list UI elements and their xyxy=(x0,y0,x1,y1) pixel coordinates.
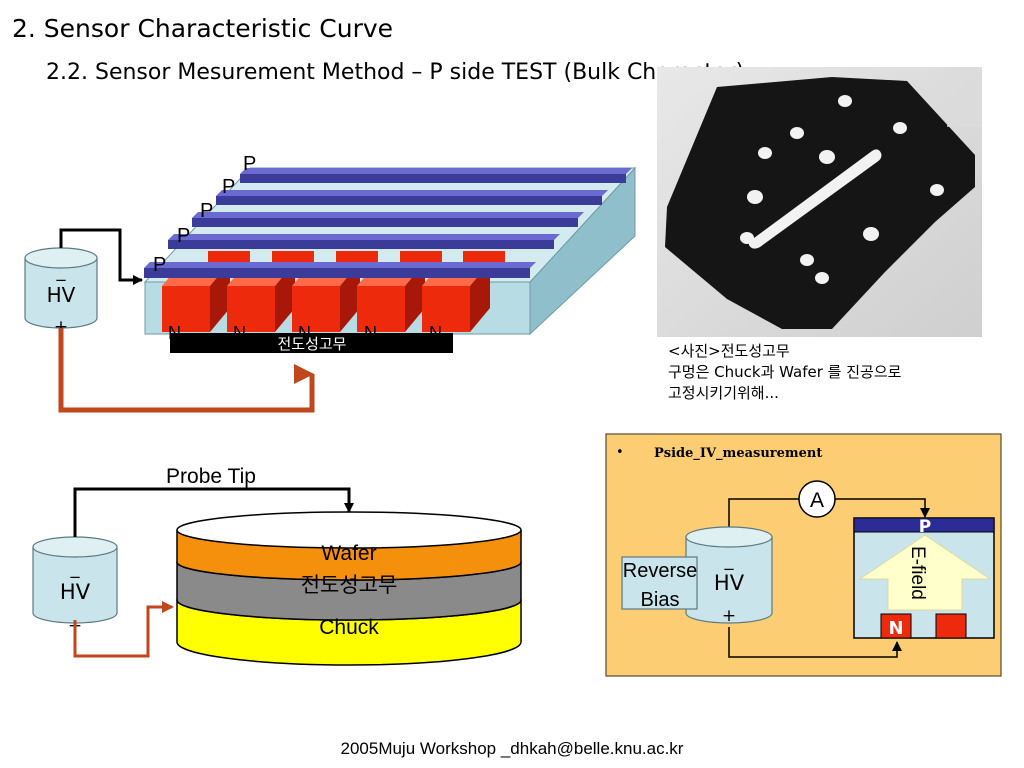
hv-label: HV xyxy=(714,571,745,595)
iv-panel-title: Pside_IV_measurement xyxy=(654,446,822,461)
wafer-label: Wafer xyxy=(321,542,376,565)
p-strip xyxy=(144,262,536,278)
p-strip xyxy=(168,234,560,249)
n-implant-label: N xyxy=(888,618,903,639)
n-label: N xyxy=(233,323,246,343)
photo-caption-line: <사진>전도성고무 xyxy=(668,342,790,360)
photo-caption-line: 고정시키기위해... xyxy=(668,384,779,402)
hv-source-1: _ HV + xyxy=(24,247,98,337)
rubber-layer-label: 전도성고무 xyxy=(301,573,398,597)
n-labels: N N N N N xyxy=(168,323,442,343)
n-implant xyxy=(880,613,912,639)
rubber-label: 전도성고무 xyxy=(277,335,346,353)
photo-caption-line: 구멍은 Chuck과 Wafer 를 진공으로 xyxy=(668,363,902,381)
hv-source-3: _ HV + xyxy=(685,526,773,626)
reverse-bias-label-line2: Bias xyxy=(641,589,680,611)
footer: 2005Muju Workshop _dhkah@belle.knu.ac.kr xyxy=(340,739,684,758)
p-strip xyxy=(216,190,608,205)
p-label: P xyxy=(200,200,213,222)
hv-minus: _ xyxy=(56,261,67,282)
hv-minus: _ xyxy=(70,558,81,579)
p-strip xyxy=(240,168,632,183)
p-layer xyxy=(853,517,995,533)
sensor-3d-diagram: P P P P P N N N N N 전도성고무 _ HV + xyxy=(24,153,637,413)
p-label: P xyxy=(177,225,190,247)
iv-measurement-panel: • Pside_IV_measurement A _ HV + Reverse … xyxy=(605,433,1002,677)
iv-bullet: • xyxy=(616,445,624,460)
hv-plus: + xyxy=(54,317,68,337)
hv-label: HV xyxy=(60,580,91,604)
e-field-label: E-field xyxy=(907,546,928,600)
circuit-wire-top xyxy=(728,498,799,527)
ammeter-label: A xyxy=(810,489,824,512)
page-title: 2. Sensor Characteristic Curve xyxy=(12,14,394,43)
reverse-bias-label-line1: Reverse xyxy=(623,560,697,582)
n-label: N xyxy=(168,323,181,343)
p-strip xyxy=(192,212,584,227)
negative-wire xyxy=(59,228,143,285)
n-implant xyxy=(935,613,967,639)
ammeter xyxy=(798,480,836,518)
p-strips xyxy=(144,168,632,278)
p-label: P xyxy=(222,176,235,198)
probe-tip-label: Probe Tip xyxy=(166,465,256,488)
chuck-diagram: Wafer 전도성고무 Chuck Probe Tip _ HV + xyxy=(32,465,522,666)
hv-label: HV xyxy=(47,283,76,307)
conductive-rubber-bar xyxy=(170,333,453,353)
n-label: N xyxy=(364,323,377,343)
page-subtitle: 2.2. Sensor Mesurement Method – P side T… xyxy=(46,60,745,85)
circuit-wire-to-n xyxy=(728,627,902,658)
n-label: N xyxy=(298,323,311,343)
p-label: P xyxy=(153,254,166,276)
p-label: P xyxy=(243,153,256,175)
p-layer-label: P xyxy=(919,517,931,537)
chuck-return-wire xyxy=(73,601,174,658)
positive-return-wire xyxy=(58,328,315,413)
reverse-bias-box xyxy=(621,556,698,610)
chuck-label: Chuck xyxy=(319,616,379,639)
conductive-rubber-photo xyxy=(657,67,982,337)
p-labels: P P P P P xyxy=(153,153,256,276)
e-field-arrow xyxy=(858,534,992,611)
circuit-wire-to-p xyxy=(835,498,930,518)
hv-source-2: _ HV + xyxy=(32,536,118,636)
photo-caption: <사진>전도성고무 구멍은 Chuck과 Wafer 를 진공으로 고정시키기위… xyxy=(668,341,998,404)
hv-minus: _ xyxy=(724,550,735,571)
probe-wire xyxy=(73,487,354,537)
hv-plus: + xyxy=(722,606,736,626)
n-label: N xyxy=(429,323,442,343)
